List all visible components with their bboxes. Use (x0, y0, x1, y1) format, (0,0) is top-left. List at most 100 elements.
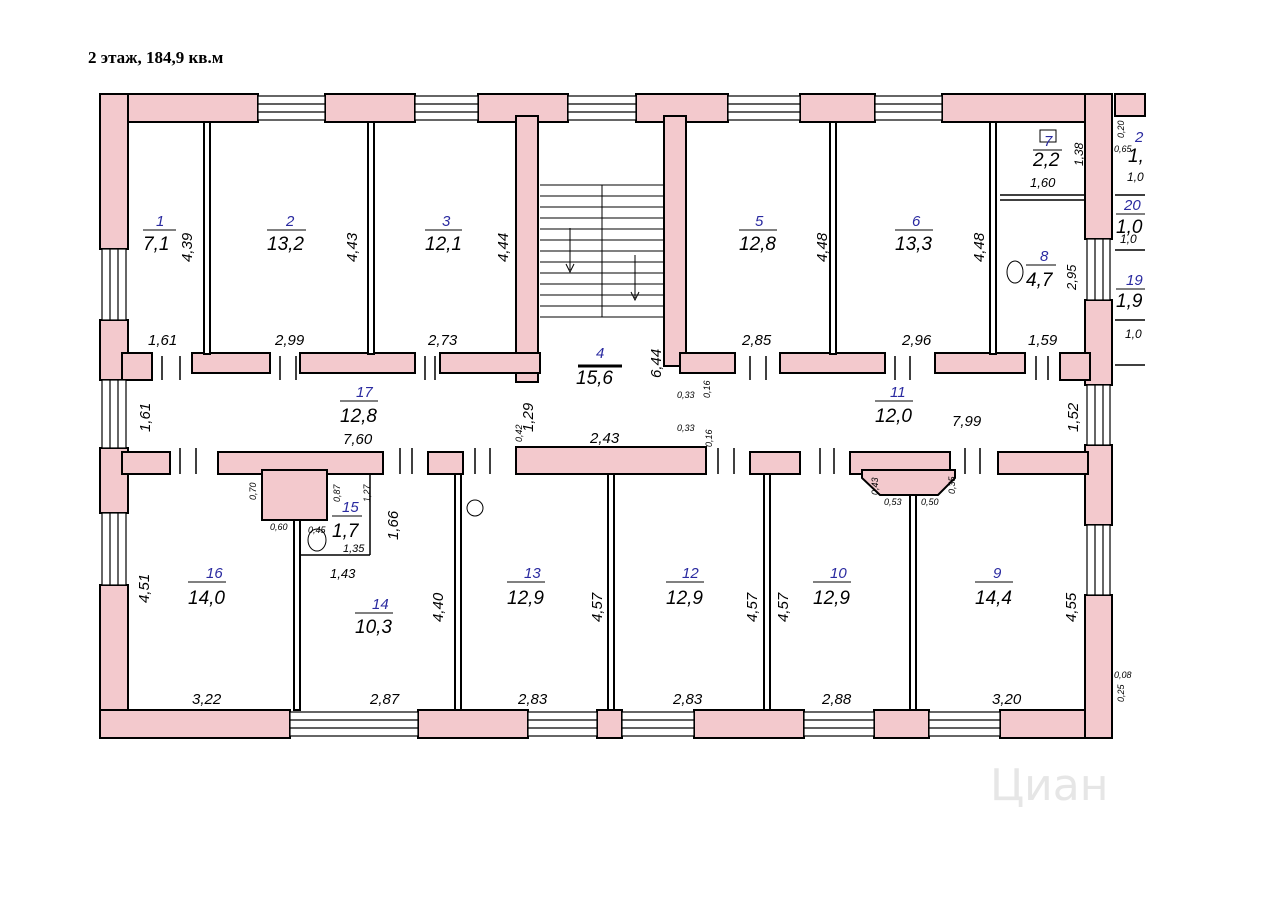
room-2-number: 2 (285, 213, 295, 230)
dimension-label: 1,52 (1065, 402, 1082, 432)
dimension-label: 1,0 (1120, 232, 1137, 246)
small-partitions (300, 194, 1145, 556)
plan-line (874, 95, 943, 121)
wall-corr-bot-4 (515, 446, 707, 475)
dimension-label: 6,44 (648, 349, 665, 378)
room-20-number: 20 (1123, 197, 1141, 214)
dimension-label: 4,57 (775, 592, 792, 622)
wall-bottom-4 (693, 709, 805, 739)
wall-corr-top-7 (934, 352, 1026, 374)
dimension-label: 2,85 (741, 332, 772, 349)
room-16-area: 14,0 (188, 588, 225, 609)
plan-line (101, 248, 127, 321)
room-10-number: 10 (830, 565, 847, 582)
dimension-label: 0,45 (308, 525, 327, 535)
dimension-label: 0,20 (1116, 120, 1126, 138)
dimension-label: 7,60 (343, 431, 373, 448)
partition-6-7 (989, 121, 997, 355)
wall-bottom-2 (417, 709, 529, 739)
dimension-label: 4,51 (136, 574, 153, 603)
plan-line (928, 711, 1001, 737)
wall-corr-bot-1 (121, 451, 171, 475)
dimensions: 4,39 4,43 4,44 4,48 4,48 1,38 1,60 2,95 … (136, 120, 1144, 708)
room-7-area: 2,2 (1032, 150, 1060, 171)
dimension-label: 0,08 (1114, 670, 1132, 680)
toilet-icon-2 (307, 528, 327, 552)
room-13-area: 12,9 (507, 588, 544, 609)
wall-corr-top-5 (679, 352, 736, 374)
partition-13-12 (607, 473, 615, 711)
room-1-area: 7,1 (143, 234, 169, 255)
partition-14-13 (454, 473, 462, 711)
plan-line (803, 711, 875, 737)
dimension-label: 2,99 (274, 332, 305, 349)
room-17-number: 17 (356, 384, 373, 401)
room-9-number: 9 (993, 565, 1002, 582)
floor-title: 2 этаж, 184,9 кв.м (88, 48, 224, 67)
wall-corr-top-8 (1059, 352, 1091, 381)
dimension-label: 2,73 (427, 332, 458, 349)
dimension-label: 1,29 (520, 402, 537, 432)
wall-corr-top-2 (191, 352, 271, 374)
room-3-area: 12,1 (425, 234, 462, 255)
room-14-area: 10,3 (355, 617, 392, 638)
plan-line (257, 95, 326, 121)
room-4-number: 4 (596, 345, 604, 362)
dimension-label: 0,53 (884, 497, 902, 507)
wall-right-3 (1084, 444, 1113, 526)
room-areas: 7,1 13,2 12,1 15,6 12,8 13,3 2,2 4,7 14,… (143, 146, 1144, 638)
room-19-number: 19 (1126, 272, 1143, 289)
dimension-label: 1,27 (362, 483, 372, 502)
dimension-label: 1,59 (1028, 332, 1058, 349)
dimension-label: 1,0 (1127, 170, 1144, 184)
room-8-number: 8 (1040, 248, 1049, 265)
room-12-number: 12 (682, 565, 699, 582)
staircase (540, 184, 664, 368)
room-4-area: 15,6 (576, 368, 613, 389)
room-15-number: 15 (342, 499, 359, 516)
dimension-label: 1,35 (343, 543, 365, 555)
dimension-label: 2,83 (517, 691, 548, 708)
room-11-area: 12,0 (875, 406, 912, 427)
dimension-label: 0,16 (704, 429, 714, 447)
partitions (203, 121, 997, 711)
room-17-area: 12,8 (340, 406, 377, 427)
room-16-number: 16 (206, 565, 223, 582)
dimension-label: 2,96 (901, 332, 932, 349)
dimension-label: 0,35 (947, 475, 957, 494)
wall-right-1 (1084, 93, 1113, 240)
wall-left-1 (99, 93, 129, 250)
wall-bottom-1 (99, 709, 291, 739)
wall-top-7 (1114, 93, 1146, 117)
plan-line (414, 95, 479, 121)
plan-line (1086, 238, 1111, 301)
wall-corr-top-4 (439, 352, 541, 374)
dimension-label: 4,48 (971, 232, 988, 262)
partition-10-9 (909, 494, 917, 711)
room-19-area: 1,9 (1116, 291, 1143, 312)
wall-corr-bot-7 (997, 451, 1089, 475)
dimension-label: 0,65 (1114, 144, 1133, 154)
dimension-label: 0,33 (677, 423, 695, 433)
windows (101, 95, 1111, 737)
partition-1-2 (203, 121, 211, 355)
partition-5-6 (829, 121, 837, 355)
dimension-label: 0,60 (270, 522, 288, 532)
dimension-label: 0,70 (248, 482, 258, 500)
wall-right-4 (1084, 594, 1113, 739)
dimension-label: 7,99 (952, 413, 982, 430)
dimension-label: 4,44 (495, 233, 512, 262)
plan-line (565, 263, 575, 274)
wall-top-5 (799, 93, 876, 123)
dimension-label: 4,57 (744, 592, 761, 622)
room-12-area: 12,9 (666, 588, 703, 609)
wall-stair-right (663, 115, 687, 367)
door-openings (161, 356, 1049, 474)
dimension-label: 2,83 (672, 691, 703, 708)
plan-line (567, 95, 637, 121)
partition-16-14 (293, 519, 301, 711)
partition-12-10 (763, 473, 771, 711)
plan-line (289, 711, 419, 737)
partition-2-3 (367, 121, 375, 355)
